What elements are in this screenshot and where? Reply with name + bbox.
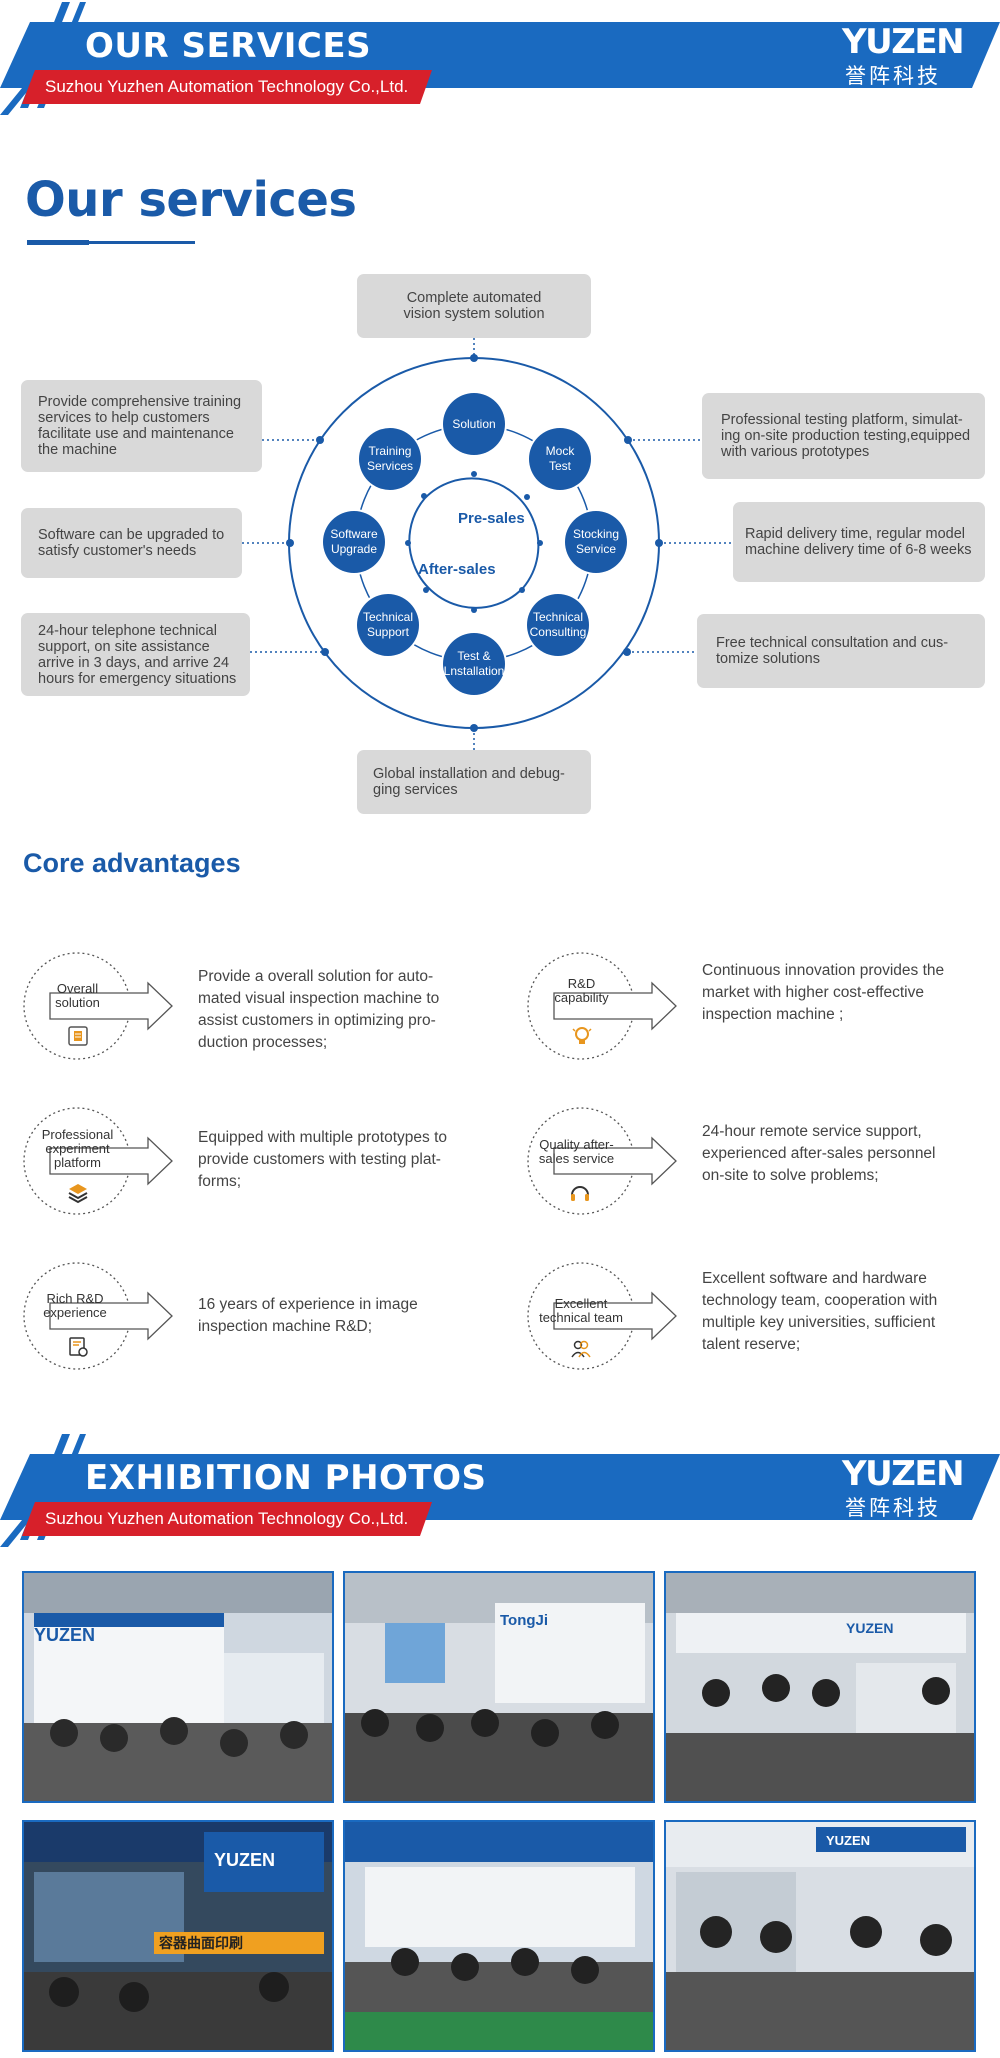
- after-sales-label: After-sales: [418, 561, 496, 578]
- section-title-core-advantages: Core advantages: [23, 848, 241, 878]
- exhibition-photo-3: YUZEN: [664, 1571, 976, 1803]
- services-banner: OUR SERVICES Suzhou Yuzhen Automation Te…: [0, 0, 1000, 115]
- box-global-installation: Global installation and debug-ging servi…: [357, 750, 591, 814]
- exhibition-photo-2: TongJi: [343, 1571, 655, 1803]
- title-underline: [27, 240, 195, 245]
- headset-icon: [571, 1186, 589, 1201]
- svg-text:TongJi: TongJi: [500, 1612, 548, 1629]
- box-consultation: Free technical consultation and cus-tomi…: [697, 614, 985, 688]
- exhibition-photo-1: YUZEN: [22, 1571, 334, 1803]
- advantage-circle-arrow: [527, 952, 677, 1060]
- layers-icon: [68, 1184, 88, 1204]
- node-test-installation: Test &Lnstallation: [443, 633, 505, 695]
- exhibition-photo-4: YUZEN 容器曲面印刷: [22, 1820, 334, 2052]
- document-icon: [68, 1026, 88, 1046]
- brand-logo: YUZEN: [842, 22, 965, 62]
- svg-text:YUZEN: YUZEN: [846, 1620, 893, 1636]
- box-testing-platform: Professional testing platform, simulat-i…: [702, 393, 985, 479]
- exhibition-photo-6: YUZEN: [664, 1820, 976, 2052]
- team-icon: [571, 1340, 591, 1358]
- section-title-services: Our services: [25, 172, 357, 228]
- svg-text:YUZEN: YUZEN: [214, 1850, 275, 1870]
- lightbulb-icon: [572, 1027, 592, 1044]
- advantage-circle-arrow: [527, 1262, 677, 1370]
- svg-text:YUZEN: YUZEN: [826, 1833, 870, 1848]
- banner-subtitle: Suzhou Yuzhen Automation Technology Co.,…: [45, 77, 409, 96]
- banner-title: EXHIBITION PHOTOS: [85, 1458, 487, 1498]
- banner-subtitle: Suzhou Yuzhen Automation Technology Co.,…: [45, 1509, 409, 1528]
- advantage-circle-arrow: [23, 1262, 173, 1370]
- svg-text:容器曲面印刷: 容器曲面印刷: [158, 1935, 243, 1952]
- node-solution: Solution: [443, 393, 505, 455]
- exhibition-photo-5: [343, 1820, 655, 2052]
- brand-logo-cn: 誉阵科技: [845, 1496, 941, 1520]
- pre-sales-label: Pre-sales: [458, 510, 525, 527]
- brand-logo-cn: 誉阵科技: [845, 64, 941, 88]
- advantage-circle-arrow: [23, 1107, 173, 1215]
- brand-logo: YUZEN: [842, 1454, 965, 1494]
- banner-title: OUR SERVICES: [85, 26, 372, 66]
- advantage-circle-arrow: [23, 952, 173, 1060]
- banner-shape: [0, 2, 1000, 115]
- advantage-after-sales-service: Quality after-sales service 24-hour remo…: [524, 1105, 1000, 1225]
- banner-shape: [0, 1434, 1000, 1547]
- certificate-icon: [69, 1337, 88, 1357]
- svg-text:YUZEN: YUZEN: [34, 1625, 95, 1645]
- exhibition-banner: EXHIBITION PHOTOS Suzhou Yuzhen Automati…: [0, 1432, 1000, 1547]
- advantage-circle-arrow: [527, 1107, 677, 1215]
